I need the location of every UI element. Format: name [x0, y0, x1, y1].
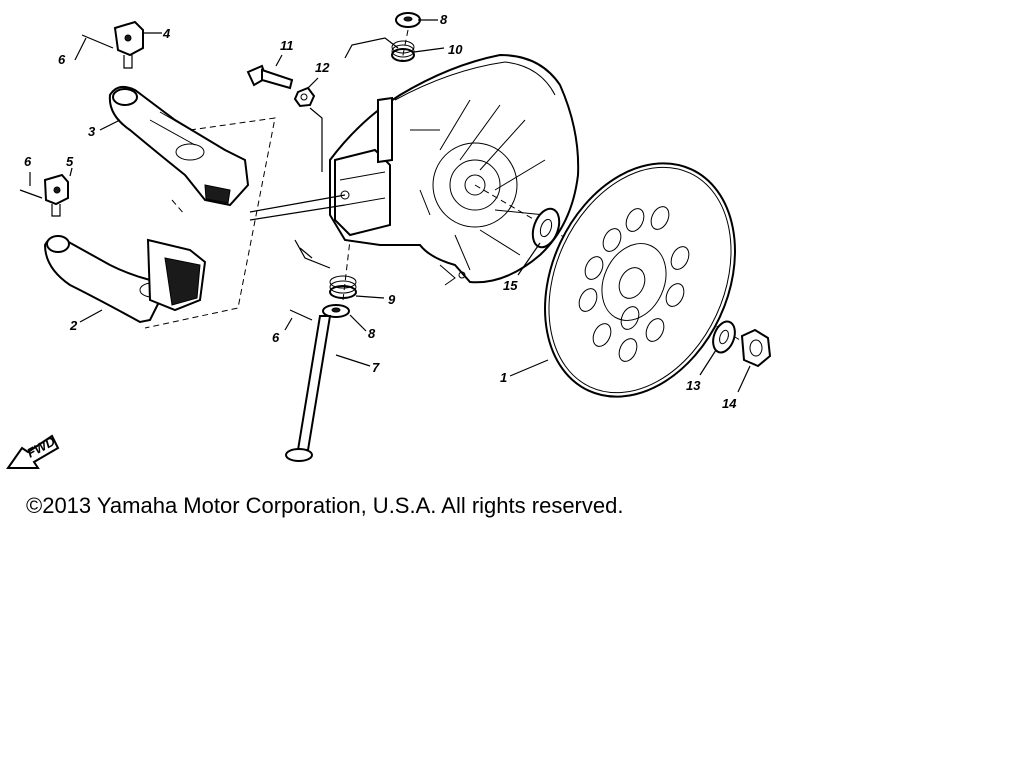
- washer-8-lower: [322, 304, 350, 318]
- label-6-left: 6: [24, 154, 32, 169]
- washer-8-upper: [395, 12, 421, 28]
- fwd-arrow-icon: FWD: [6, 433, 60, 469]
- label-7: 7: [372, 360, 380, 375]
- label-1: 1: [500, 370, 507, 385]
- bolt-11: [246, 64, 294, 90]
- nut-14: [740, 328, 772, 368]
- block-4-part: [113, 20, 144, 69]
- nut-12: [293, 86, 316, 108]
- washer-15: [531, 207, 561, 249]
- pin-6-lower: [289, 309, 313, 321]
- label-15: 15: [503, 278, 518, 293]
- pin-6-upper: [81, 34, 114, 49]
- label-5: 5: [66, 154, 74, 169]
- copyright-notice: ©2013 Yamaha Motor Corporation, U.S.A. A…: [26, 493, 624, 518]
- washer-13: [712, 320, 736, 354]
- label-12: 12: [315, 60, 330, 75]
- label-11: 11: [280, 38, 294, 53]
- lower-arm-part: [43, 235, 207, 324]
- label-6-top: 6: [58, 52, 66, 67]
- spring-9-arm: [299, 247, 313, 259]
- label-4: 4: [162, 26, 171, 41]
- spring-10: [344, 37, 415, 62]
- label-14: 14: [722, 396, 737, 411]
- label-8-top: 8: [440, 12, 448, 27]
- upper-arm-part: [108, 85, 250, 207]
- label-6-bottom: 6: [272, 330, 280, 345]
- label-3: 3: [88, 124, 96, 139]
- pin-7: [285, 315, 332, 462]
- block-5-part: [43, 173, 69, 217]
- brake-disc-1: [544, 162, 736, 398]
- label-8-bottom: 8: [368, 326, 376, 341]
- pin-6-left: [19, 189, 43, 199]
- label-13: 13: [686, 378, 701, 393]
- label-9: 9: [388, 292, 396, 307]
- leader-12: [309, 107, 323, 172]
- parts-diagram: 4 6 3 6 5 2 8 10 11 12 9 8 6 7 15 1 13 1…: [6, 12, 772, 469]
- housing-part: [249, 53, 580, 286]
- label-10: 10: [448, 42, 463, 57]
- label-2: 2: [69, 318, 78, 333]
